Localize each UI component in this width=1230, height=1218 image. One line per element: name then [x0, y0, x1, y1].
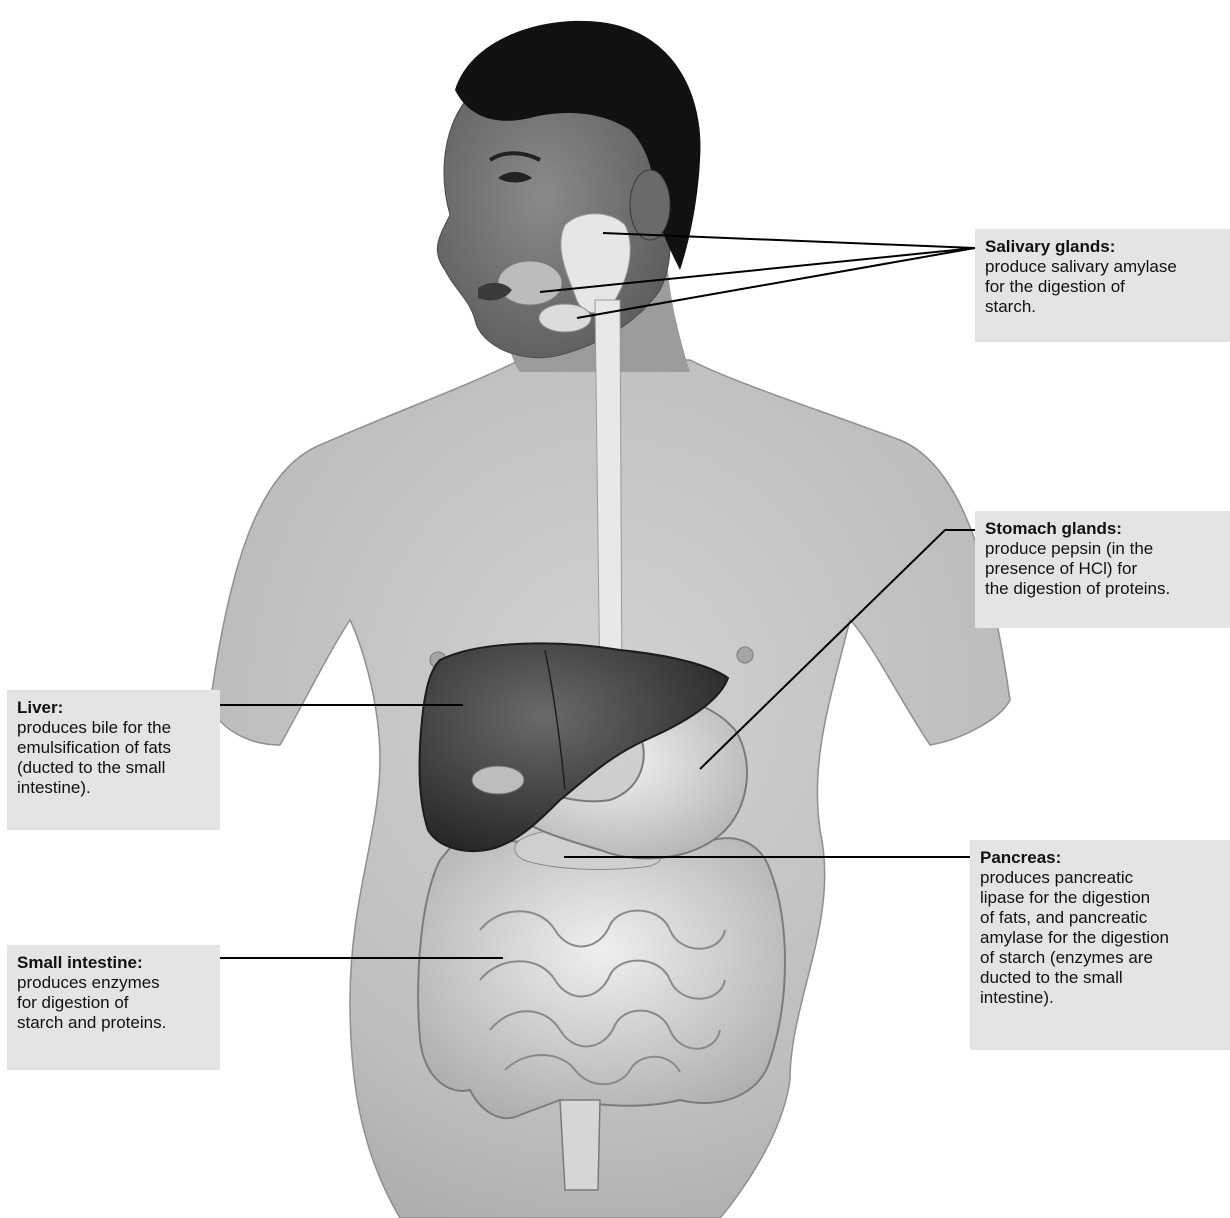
salivary-glands-title: Salivary glands:: [985, 237, 1220, 257]
gallbladder: [472, 766, 524, 794]
large-intestine: [418, 838, 785, 1118]
stomach-glands-title: Stomach glands:: [985, 519, 1220, 539]
small-intestine-title: Small intestine:: [17, 953, 210, 973]
liver-description: produces bile for the emulsification of …: [17, 718, 210, 798]
stomach-glands-description: produce pepsin (in the presence of HCl) …: [985, 539, 1220, 599]
ear: [630, 170, 670, 240]
liver-title: Liver:: [17, 698, 210, 718]
rectum: [560, 1100, 600, 1190]
esophagus: [595, 300, 622, 700]
pancreas-title: Pancreas:: [980, 848, 1220, 868]
salivary-glands-description: produce salivary amylase for the digesti…: [985, 257, 1220, 317]
salivary-glands-label: Salivary glands: produce salivary amylas…: [975, 229, 1230, 342]
pancreas-label: Pancreas: produces pancreatic lipase for…: [970, 840, 1230, 1050]
stomach-glands-label: Stomach glands: produce pepsin (in the p…: [975, 511, 1230, 628]
sublingual-gland: [498, 261, 562, 305]
pancreas-description: produces pancreatic lipase for the diges…: [980, 868, 1220, 1008]
small-intestine-description: produces enzymes for digestion of starch…: [17, 973, 210, 1033]
submandibular-gland: [539, 304, 591, 332]
right-nipple: [737, 647, 753, 663]
small-intestine-label: Small intestine: produces enzymes for di…: [7, 945, 220, 1070]
liver-label: Liver: produces bile for the emulsificat…: [7, 690, 220, 830]
